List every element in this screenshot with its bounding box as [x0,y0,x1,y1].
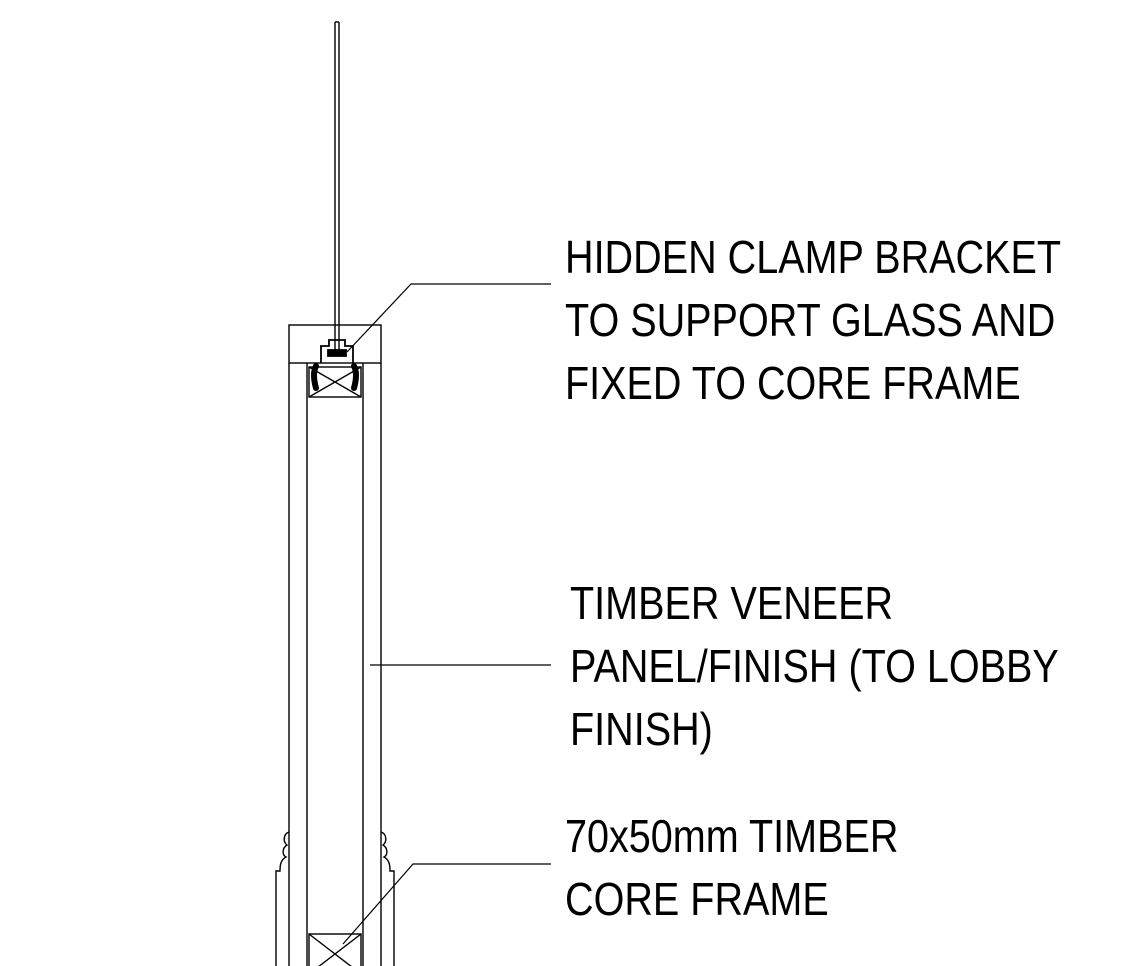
leader-clamp [346,283,551,353]
clamp-bracket-label: HIDDEN CLAMP BRACKET TO SUPPORT GLASS AN… [565,226,1061,415]
timber-veneer-label: TIMBER VENEER PANEL/FINISH (TO LOBBY FIN… [570,572,1059,761]
skirting-moulding [275,831,395,966]
timber-veneer-label-line: FINISH) [570,703,713,755]
glass-pane [334,21,340,352]
core-frame-label-line: 70x50mm TIMBER [565,810,899,862]
core-frame-label-line: CORE FRAME [565,873,829,925]
top-cap [288,324,382,364]
timber-frame-top [308,366,362,398]
clamp-bracket-label-line: TO SUPPORT GLASS AND [565,294,1056,346]
core-frame-label: 70x50mm TIMBER CORE FRAME [565,805,898,931]
leader-core-frame [342,863,551,945]
clamp-bracket-label-line: FIXED TO CORE FRAME [565,357,1021,409]
timber-frame-bottom [308,933,362,966]
timber-veneer-label-line: TIMBER VENEER [570,577,894,629]
clamp-bracket-label-line: HIDDEN CLAMP BRACKET [565,231,1062,283]
timber-veneer-label-line: PANEL/FINISH (TO LOBBY [570,640,1059,692]
wall-panel [288,363,382,966]
